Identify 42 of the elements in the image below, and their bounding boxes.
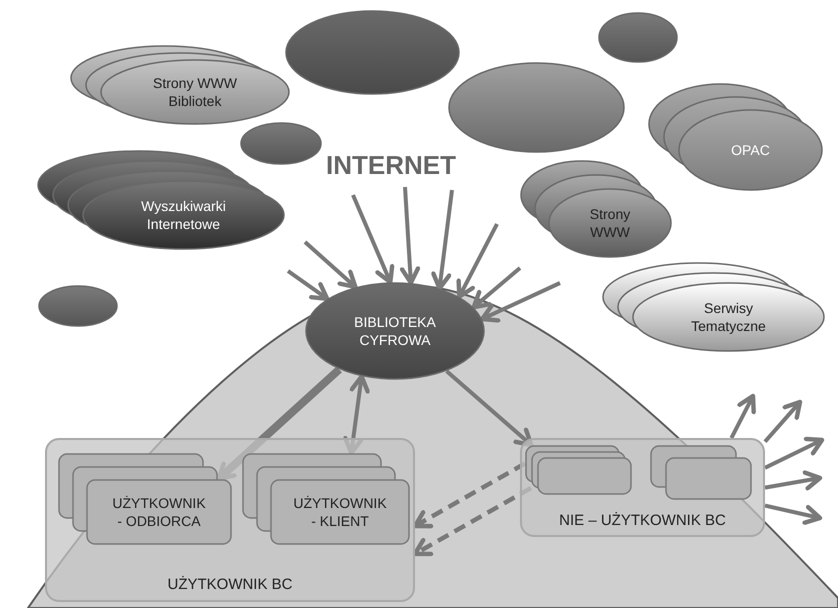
arrow: [472, 266, 522, 310]
node-label: BIBLIOTEKA CYFROWA: [353, 312, 437, 350]
ellipse-node: [448, 62, 625, 153]
group-label: NIE – UŻYTKOWNIK BC: [558, 512, 727, 529]
ellipse-node: [240, 122, 322, 165]
node-label: UŻYTKOWNIK - ODBIORCA: [111, 494, 207, 530]
arrow: [764, 470, 822, 490]
arrow: [400, 186, 420, 285]
stacked-box-node: [525, 445, 632, 495]
heading-label: INTERNET: [326, 150, 456, 181]
arrow: [351, 194, 394, 284]
arrow: [456, 223, 499, 299]
node-label: OPAC: [731, 140, 770, 160]
node-label: Serwisy Tematyczne: [690, 298, 767, 336]
ellipse-node: [305, 282, 485, 380]
stacked-ellipse-node: [520, 160, 672, 258]
stacked-box-node: [58, 453, 232, 545]
arrow: [764, 436, 824, 470]
stacked-ellipse-node: [648, 83, 823, 191]
arrow: [764, 400, 802, 444]
arrow: [730, 394, 756, 439]
ellipse-node: [598, 12, 678, 63]
group-label: UŻYTKOWNIK BC: [166, 576, 294, 593]
node-label: Strony WWW: [588, 204, 632, 242]
ellipse-node: [285, 10, 460, 95]
node-label: Wyszukiwarki Internetowe: [140, 196, 227, 234]
arrow: [445, 370, 534, 448]
arrow: [764, 504, 822, 525]
stacked-box-node: [650, 445, 752, 500]
stacked-box-node: [242, 453, 410, 545]
arrow: [431, 190, 454, 291]
group-panel: [45, 438, 415, 602]
ellipse-node: [38, 285, 118, 327]
stacked-ellipse-node: [70, 45, 290, 125]
arrow: [480, 281, 561, 323]
arrow: [286, 269, 330, 301]
node-label: Strony WWW Bibliotek: [152, 74, 238, 110]
stacked-ellipse-node: [602, 262, 825, 352]
node-label: UŻYTKOWNIK - KLIENT: [292, 494, 388, 530]
arrow: [304, 240, 358, 290]
stacked-ellipse-node: [37, 150, 285, 250]
group-panel: [520, 438, 765, 537]
